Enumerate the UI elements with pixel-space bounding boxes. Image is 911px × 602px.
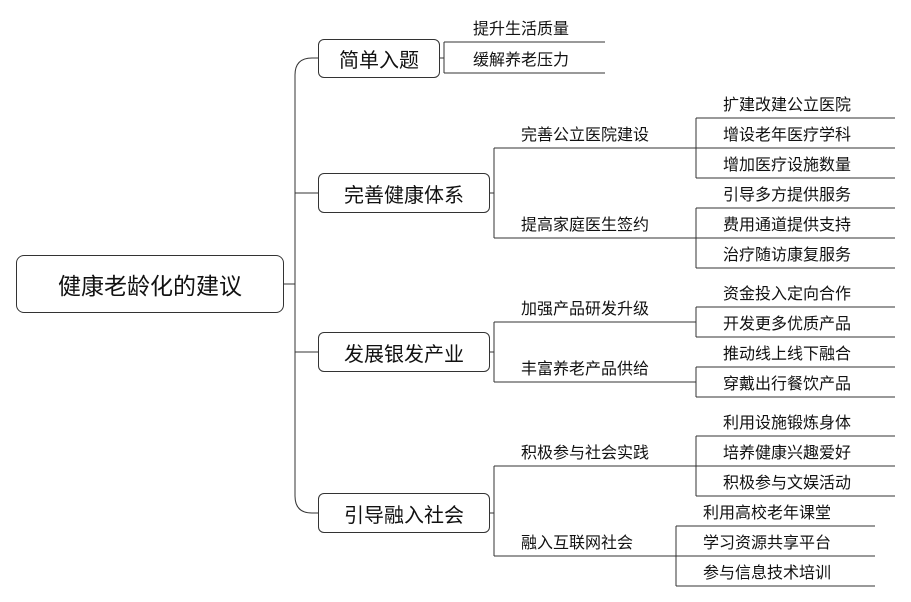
leaf-label[interactable]: 积极参与文娱活动	[723, 473, 852, 492]
branch-label: 简单入题	[339, 48, 419, 72]
leaf-label[interactable]: 扩建改建公立医院	[723, 95, 852, 114]
leaf-label[interactable]: 引导多方提供服务	[723, 185, 852, 204]
leaf-label[interactable]: 资金投入定向合作	[723, 284, 852, 303]
root-label: 健康老龄化的建议	[58, 274, 242, 300]
branch-label: 引导融入社会	[344, 502, 464, 527]
leaf-label[interactable]: 推动线上线下融合	[723, 344, 852, 363]
branch-label: 完善健康体系	[344, 182, 464, 207]
branch-node-intro[interactable]: 简单入题	[318, 39, 440, 78]
leaf-label[interactable]: 增设老年医疗学科	[723, 125, 852, 144]
leaf-label[interactable]: 提升生活质量	[473, 19, 570, 38]
leaf-label[interactable]: 参与信息技术培训	[703, 563, 832, 582]
sub-branch-label[interactable]: 融入互联网社会	[521, 533, 634, 552]
leaf-label[interactable]: 开发更多优质产品	[723, 314, 852, 333]
leaf-label[interactable]: 治疗随访康复服务	[723, 245, 852, 264]
branch-node-silver-industry[interactable]: 发展银发产业	[318, 332, 490, 372]
leaf-label[interactable]: 缓解养老压力	[473, 50, 570, 69]
branch-node-health-system[interactable]: 完善健康体系	[318, 173, 490, 213]
leaf-label[interactable]: 增加医疗设施数量	[723, 155, 852, 174]
leaf-label[interactable]: 学习资源共享平台	[703, 533, 832, 552]
leaf-label[interactable]: 培养健康兴趣爱好	[723, 443, 852, 462]
sub-branch-label[interactable]: 积极参与社会实践	[521, 443, 650, 462]
root-node[interactable]: 健康老龄化的建议	[16, 255, 284, 313]
sub-branch-label[interactable]: 提高家庭医生签约	[521, 215, 650, 234]
branch-label: 发展银发产业	[344, 341, 464, 366]
leaf-label[interactable]: 利用设施锻炼身体	[723, 413, 852, 432]
branch-node-social-integration[interactable]: 引导融入社会	[318, 493, 490, 533]
sub-branch-label[interactable]: 加强产品研发升级	[521, 299, 650, 318]
leaf-label[interactable]: 费用通道提供支持	[723, 215, 852, 234]
leaf-label[interactable]: 利用高校老年课堂	[703, 503, 832, 522]
sub-branch-label[interactable]: 完善公立医院建设	[521, 125, 650, 144]
leaf-label[interactable]: 穿戴出行餐饮产品	[723, 374, 852, 393]
sub-branch-label[interactable]: 丰富养老产品供给	[521, 359, 650, 378]
